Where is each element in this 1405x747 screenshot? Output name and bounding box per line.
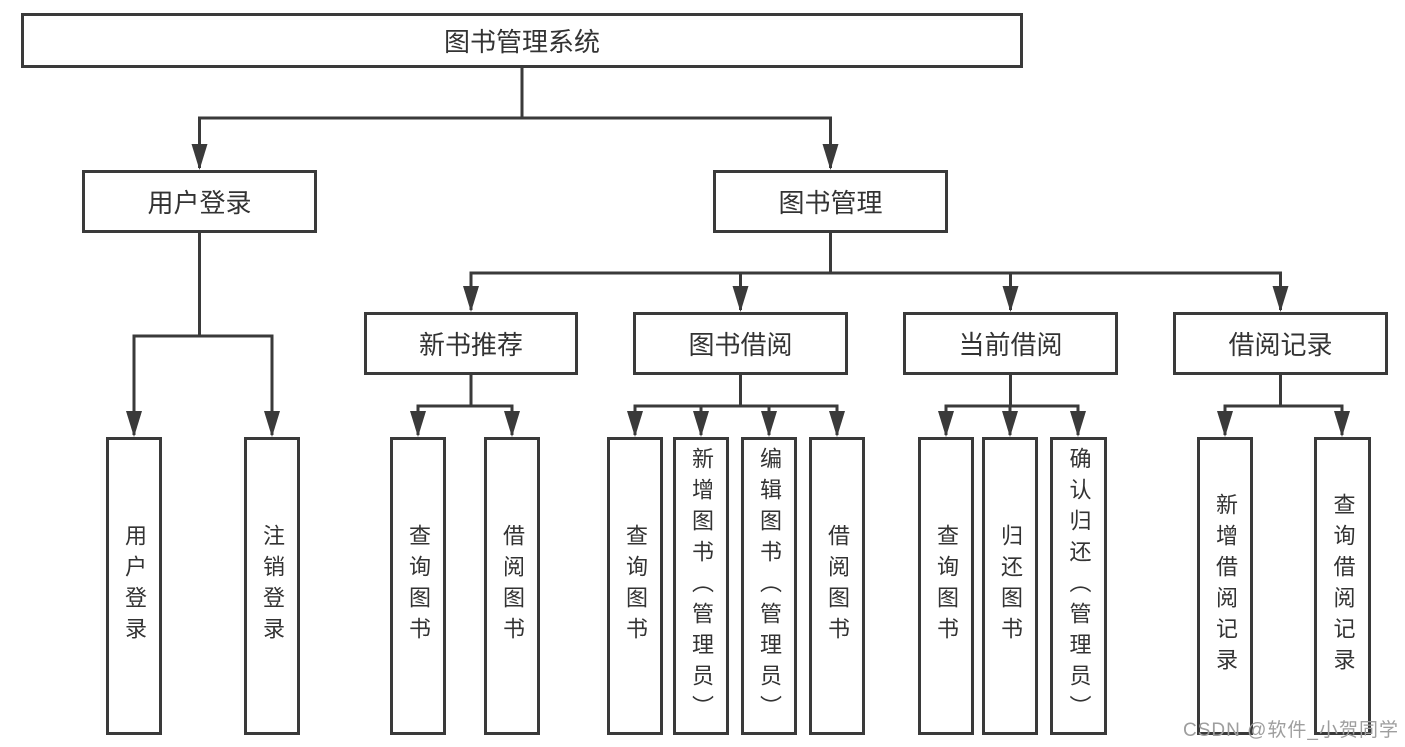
leaf-borrow-books-1: 借阅图书: [484, 437, 540, 735]
leaf-return-books: 归还图书: [982, 437, 1038, 735]
leaf-add-books-admin: 新增图书（管理员）: [673, 437, 729, 735]
leaf-add-borrow-record: 新增借阅记录: [1197, 437, 1253, 735]
leaf-query-books-2: 查询图书: [607, 437, 663, 735]
leaf-query-books-3: 查询图书: [918, 437, 974, 735]
leaf-query-borrow-record: 查询借阅记录: [1314, 437, 1371, 735]
node-user-login: 用户登录: [82, 170, 317, 233]
node-current-borrowing: 当前借阅: [903, 312, 1118, 375]
node-new-book-recommend: 新书推荐: [364, 312, 578, 375]
node-book-borrowing: 图书借阅: [633, 312, 848, 375]
node-root: 图书管理系统: [21, 13, 1023, 68]
node-borrowing-records: 借阅记录: [1173, 312, 1388, 375]
leaf-borrow-books-2: 借阅图书: [809, 437, 865, 735]
leaf-confirm-return-admin: 确认归还（管理员）: [1050, 437, 1107, 735]
leaf-edit-books-admin: 编辑图书（管理员）: [741, 437, 797, 735]
watermark: CSDN @软件_小贺同学: [1183, 720, 1399, 741]
leaf-query-books-1: 查询图书: [390, 437, 446, 735]
leaf-user-login: 用户登录: [106, 437, 162, 735]
leaf-logout-login: 注销登录: [244, 437, 300, 735]
node-book-management: 图书管理: [713, 170, 948, 233]
